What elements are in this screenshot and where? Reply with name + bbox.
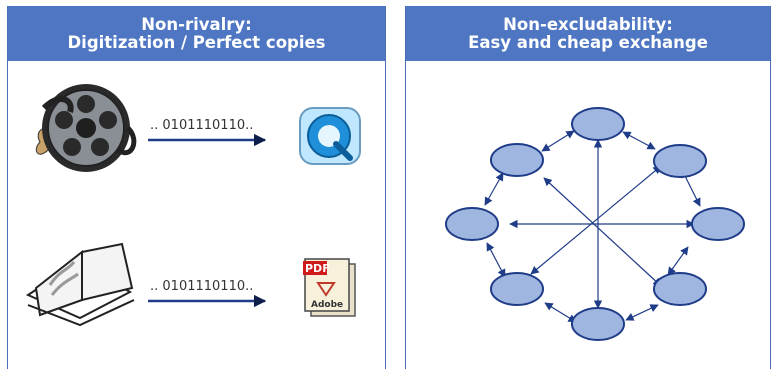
pdf-label: PDF xyxy=(305,262,330,275)
exchange-title-line1: Non-excludability: xyxy=(503,14,673,34)
network-arrows xyxy=(484,130,701,323)
edge-n1-n2 xyxy=(622,131,656,150)
bit-string-1: .. 0101110110.. xyxy=(150,118,253,133)
network-node xyxy=(490,272,544,306)
film-reel-icon xyxy=(35,84,137,172)
digitization-title-line2: Digitization / Perfect copies xyxy=(67,32,326,52)
edge-n8-n4 xyxy=(543,177,662,287)
network-node xyxy=(571,107,625,141)
exchange-panel-header: Non-excludability: Easy and cheap exchan… xyxy=(406,6,770,61)
network-nodes xyxy=(445,107,745,341)
edge-n8-n7 xyxy=(484,172,504,206)
network-node xyxy=(653,144,707,178)
network-node xyxy=(571,307,625,341)
exchange-panel: Non-excludability: Easy and cheap exchan… xyxy=(405,6,771,369)
network-node xyxy=(490,143,544,177)
network-node xyxy=(445,207,499,241)
edge-n6-n2 xyxy=(530,165,662,275)
edge-n6-n5 xyxy=(544,302,577,323)
network-node xyxy=(653,272,707,306)
exchange-title-line2: Easy and cheap exchange xyxy=(468,32,708,52)
bit-string-2: .. 0101110110.. xyxy=(150,279,253,294)
adobe-label: Adobe xyxy=(311,300,343,310)
quicktime-icon xyxy=(299,107,361,165)
edge-n4-n5 xyxy=(625,304,659,321)
digitization-title-line1: Non-rivalry: xyxy=(141,14,252,34)
digitization-panel-header: Non-rivalry: Digitization / Perfect copi… xyxy=(8,6,385,61)
open-book-icon xyxy=(25,242,135,327)
edge-n7-n6 xyxy=(486,242,506,278)
edge-n3-n4 xyxy=(667,246,689,276)
edge-n8-n1 xyxy=(541,130,575,152)
pdf-icon: PDF Adobe xyxy=(303,258,356,317)
digitization-panel: Non-rivalry: Digitization / Perfect copi… xyxy=(7,6,386,369)
network-node xyxy=(691,207,745,241)
